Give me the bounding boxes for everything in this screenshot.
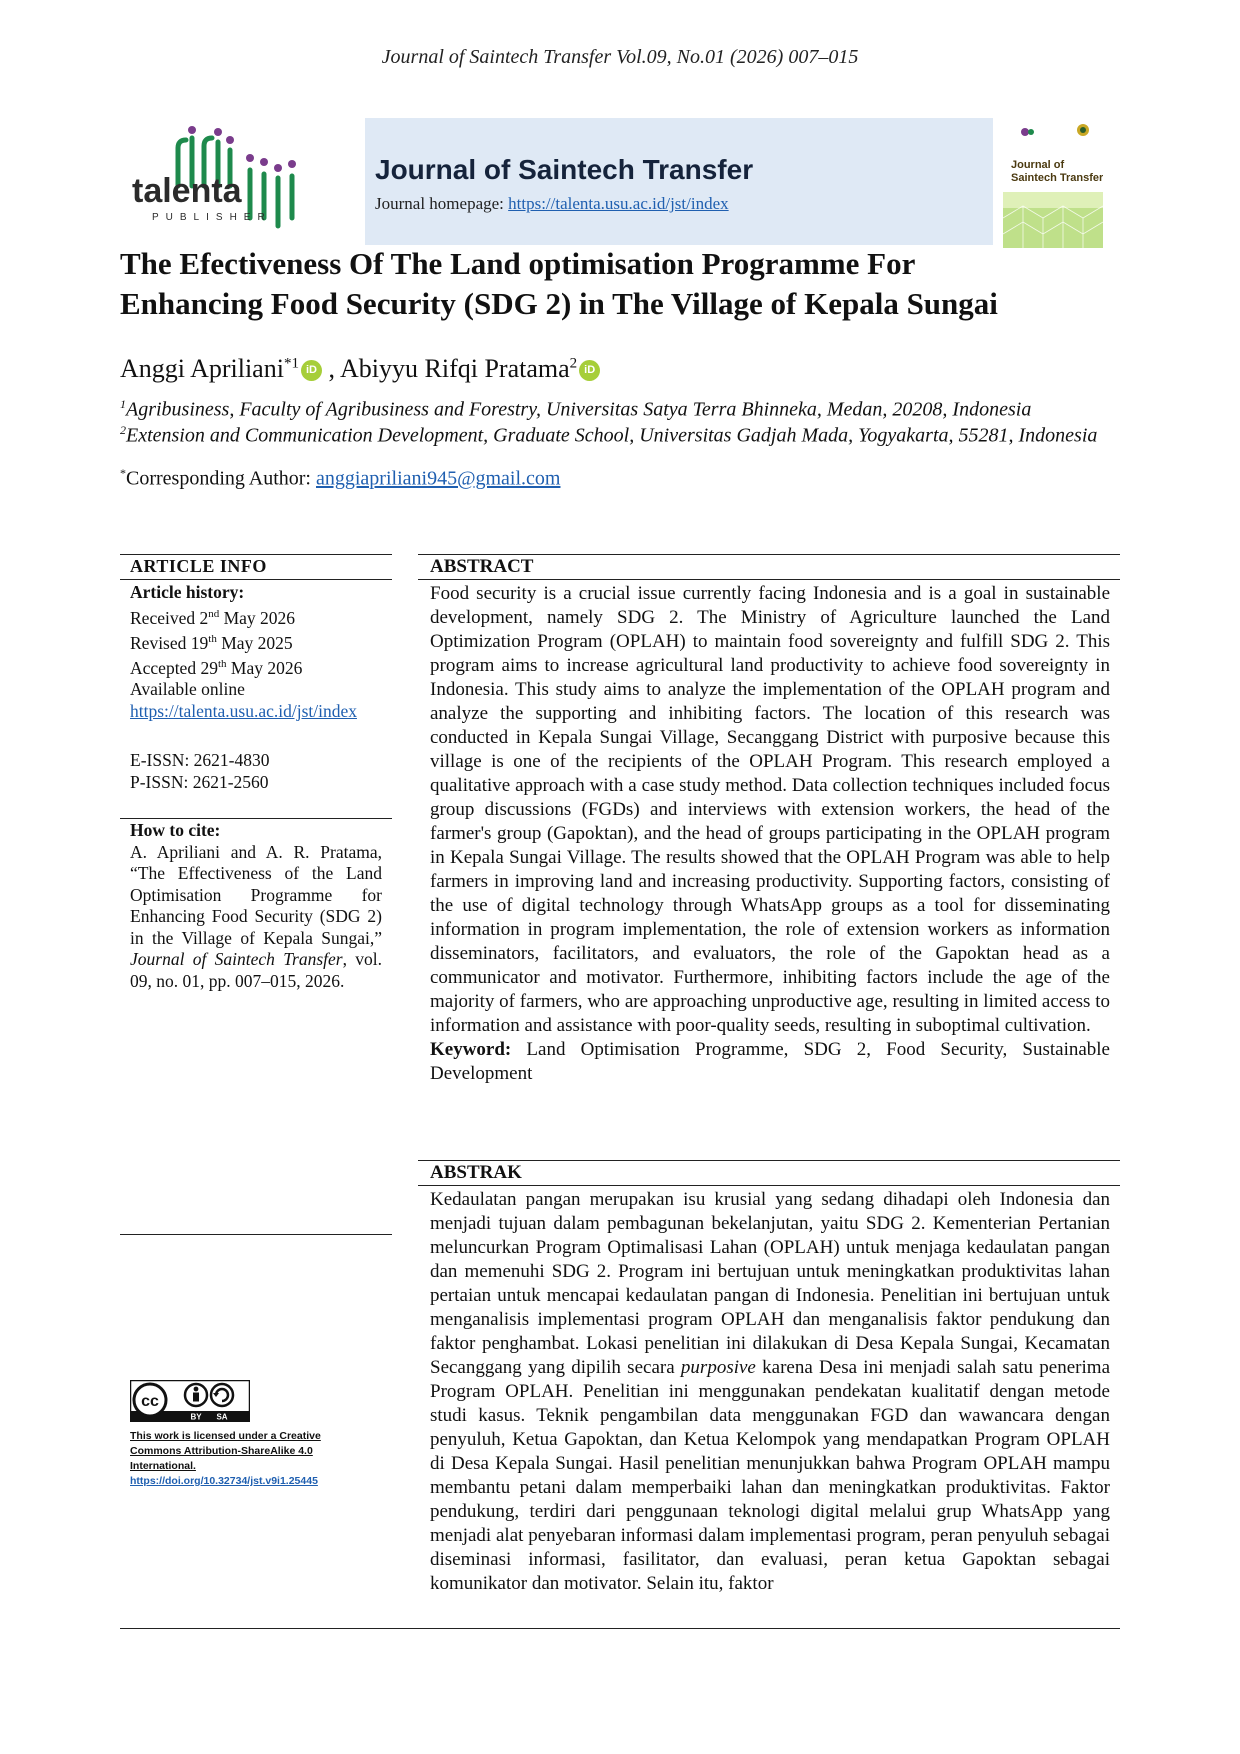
received-date: Received 2nd May 2026 [130,604,382,629]
cc-by-sa-badge-icon[interactable]: cc BY SA [129,1379,251,1423]
affiliation-sup: 1 [120,397,126,411]
homepage-label: Journal homepage: [375,194,509,213]
divider [120,1628,1120,1629]
keyword-list: Land Optimisation Programme, SDG 2, Food… [430,1039,1110,1084]
accepted-suffix: May 2026 [226,657,303,678]
author-name: Anggi Apriliani [120,354,284,383]
by-label: BY [190,1413,202,1422]
how-to-cite: How to cite: A. Apriliani and A. R. Prat… [120,820,392,992]
article-history: Article history: Received 2nd May 2026 R… [120,582,392,722]
corr-sup: * [120,466,126,480]
affiliation-2: 2Extension and Communication Development… [120,418,1130,449]
publisher-sub: PUBLISHER [152,212,272,223]
abstract-heading: ABSTRACT [430,556,534,577]
abstrak-section: Kedaulatan pangan merupakan isu krusial … [418,1188,1120,1596]
divider [120,554,392,555]
corr-label: Corresponding Author: [126,467,316,490]
keyword-label: Keyword: [430,1039,512,1060]
journal-cover: Journal of Saintech Transfer [1003,118,1103,248]
divider [120,579,392,580]
abstrak-body: karena Desa ini menjadi salah satu pener… [430,1357,1110,1594]
keywords: Keyword: Land Optimisation Programme, SD… [430,1038,1110,1086]
accepted-sup: th [217,658,227,671]
divider [418,1185,1120,1186]
available-online: Available online [130,679,245,700]
author-separator: , [321,354,341,383]
doi-link[interactable]: https://doi.org/10.32734/jst.v9i1.25445 [130,1475,318,1487]
revised-date: Revised 19th May 2025 [130,629,382,654]
cover-title-line1: Journal of [1011,159,1065,171]
pissn: P-ISSN: 2621-2560 [130,771,269,792]
cc-icon: cc [141,1393,159,1410]
article-info-heading: ARTICLE INFO [130,556,267,576]
available-online-link[interactable]: https://talenta.usu.ac.id/jst/index [130,700,357,721]
revised-prefix: Revised 19 [130,632,209,653]
author-sup: *1 [283,355,299,372]
affiliation-1: 1Agribusiness, Faculty of Agribusiness a… [120,392,1031,423]
paper-title-line1: The Efectiveness Of The Land optimisatio… [120,246,916,281]
citation-part: A. Apriliani and A. R. Pratama, “The Eff… [130,841,382,948]
journal-cover-art: Journal of Saintech Transfer [1003,118,1103,248]
orcid-icon[interactable]: iD [579,360,601,381]
publisher-logo-icon: talenta PUBLISHER [132,126,296,229]
affiliation-sup: 2 [120,423,126,437]
divider [120,1234,392,1235]
citation-text: A. Apriliani and A. R. Pratama, “The Eff… [130,842,382,993]
affiliation-text: Agribusiness, Faculty of Agribusiness an… [126,398,1032,421]
accepted-prefix: Accepted 29 [130,657,218,678]
paper-title-line2: Enhancing Food Security (SDG 2) in The V… [120,286,998,321]
homepage-link[interactable]: https://talenta.usu.ac.id/jst/index [508,194,729,213]
cite-label: How to cite: [130,820,221,840]
accepted-date: Accepted 29th May 2026 [130,654,382,679]
orcid-icon[interactable]: iD [300,360,322,381]
abstract-section: Food security is a crucial issue current… [418,582,1120,1086]
revised-sup: th [208,632,217,645]
publisher-name: talenta [132,172,243,210]
citation-journal: Journal of Saintech Transfer [130,949,343,969]
corr-email-link[interactable]: anggiapriliani945@gmail.com [316,467,561,490]
abstrak-italic: purposive [680,1357,756,1378]
abstrak-heading: ABSTRAK [430,1162,522,1183]
received-suffix: May 2026 [219,607,296,628]
abstract-body: Food security is a crucial issue current… [430,583,1110,1036]
received-sup: nd [208,607,220,620]
journal-banner: Journal of Saintech Transfer Journal hom… [365,118,993,245]
license-block: cc BY SA This work is licensed under a C… [129,1379,362,1489]
corresponding-author: *Corresponding Author: anggiapriliani945… [120,466,560,491]
paper-title: The Efectiveness Of The Land optimisatio… [120,244,1130,324]
abstrak-body: Kedaulatan pangan merupakan isu krusial … [430,1189,1110,1378]
divider [418,579,1120,580]
divider [418,1160,1120,1161]
history-label: Article history: [130,582,245,602]
citation-part: , vol. 09, no. 01, pp. 007–015, 2026. [130,949,382,991]
author-sup: 2 [569,355,578,372]
affiliation-text: Extension and Communication Development,… [126,424,1098,447]
journal-homepage: Journal homepage: https://talenta.usu.ac… [375,194,729,214]
divider [120,818,392,819]
issn-block: E-ISSN: 2621-4830 P-ISSN: 2621-2560 [120,750,392,793]
journal-title: Journal of Saintech Transfer [375,154,754,185]
received-prefix: Received 2 [130,607,209,628]
license-text[interactable]: This work is licensed under a Creative C… [130,1430,321,1472]
divider [418,554,1120,555]
eissn: E-ISSN: 2621-4830 [130,750,270,770]
sa-label: SA [216,1413,227,1422]
running-head: Journal of Saintech Transfer Vol.09, No.… [381,46,859,68]
publisher-logo: talenta PUBLISHER [130,118,345,238]
author-name: Abiyyu Rifqi Pratama [340,354,570,383]
cover-title-line2: Saintech Transfer [1011,172,1103,184]
revised-suffix: May 2025 [216,632,293,653]
